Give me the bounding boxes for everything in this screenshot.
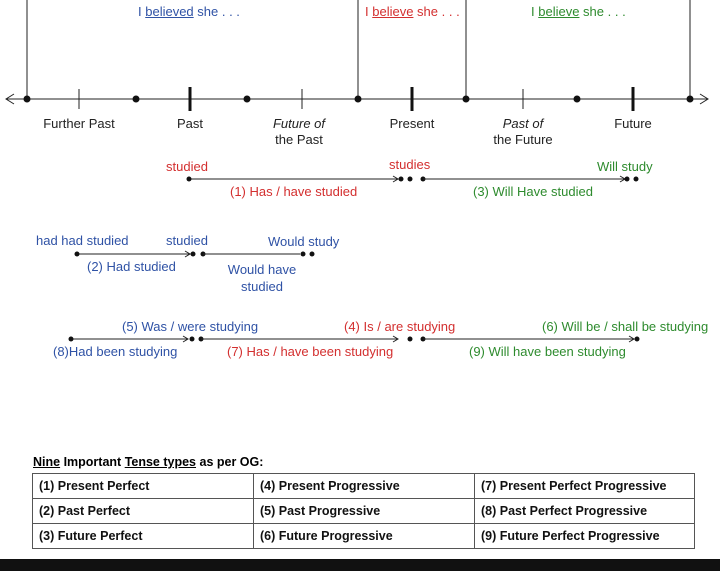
axis-arrow-left xyxy=(5,93,15,105)
table-row: (1) Present Perfect (4) Present Progress… xyxy=(32,473,695,499)
label-would-study: Would study xyxy=(268,234,340,249)
label-will-have-been-studying: (9) Will have been studying xyxy=(469,344,626,359)
table-cell: (9) Future Perfect Progressive xyxy=(474,523,695,549)
label-past: Past xyxy=(176,116,204,131)
table-cell: (7) Present Perfect Progressive xyxy=(474,473,695,499)
axis-dot xyxy=(573,95,581,103)
table-title: Nine Important Tense types as per OG: xyxy=(33,455,264,469)
table-cell: (8) Past Perfect Progressive xyxy=(474,498,695,524)
past-dot xyxy=(190,251,196,257)
table-cell: (1) Present Perfect xyxy=(32,473,254,499)
label-had-studied: (2) Had studied xyxy=(87,259,176,274)
label-was-studying: (5) Was / were studying xyxy=(122,319,259,334)
past-dot xyxy=(300,251,306,257)
axis-dot xyxy=(462,95,470,103)
perfect-dot xyxy=(186,176,192,182)
past-arrowhead-left xyxy=(184,250,191,258)
axis-dot xyxy=(23,95,31,103)
past-dot xyxy=(309,251,315,257)
header-post: she . . . xyxy=(413,4,460,19)
label-will-have-studied: (3) Will Have studied xyxy=(473,184,593,199)
perfect-dot xyxy=(633,176,639,182)
label-will-study: Will study xyxy=(597,159,653,174)
header-pre: I xyxy=(531,4,539,19)
label-will-be-studying: (6) Will be / shall be studying xyxy=(542,319,709,334)
perfect-dot xyxy=(407,176,413,182)
label-further-past: Further Past xyxy=(43,116,115,131)
label-is-studying: (4) Is / are studying xyxy=(344,319,456,334)
axis-dot xyxy=(686,95,694,103)
header-believe-present: I believe she . . . xyxy=(365,4,460,19)
progressive-arrowhead-2 xyxy=(392,335,399,343)
table-cell: (2) Past Perfect xyxy=(32,498,254,524)
progressive-arrowhead-3 xyxy=(628,335,635,343)
tense-types-table: (1) Present Perfect (4) Present Progress… xyxy=(32,473,695,549)
axis-arrow-right xyxy=(699,93,709,105)
label-present: Present xyxy=(389,116,435,131)
label-studied-past: studied xyxy=(166,159,208,174)
label-has-studied: (1) Has / have studied xyxy=(230,184,358,199)
header-verb: believe xyxy=(538,4,580,19)
label-studied-blue: studied xyxy=(166,233,208,248)
header-pre: I xyxy=(138,4,146,19)
axis-dot xyxy=(132,95,140,103)
label-had-had-studied: had had studied xyxy=(36,233,129,248)
table-cell: (4) Present Progressive xyxy=(253,473,475,499)
perfect-dot xyxy=(398,176,404,182)
header-pre: I xyxy=(365,4,373,19)
progressive-dot xyxy=(189,336,195,342)
header-post: she . . . xyxy=(579,4,626,19)
past-dot xyxy=(74,251,80,257)
header-verb: believed xyxy=(145,4,194,19)
axis-dot xyxy=(243,95,251,103)
table-cell: (6) Future Progressive xyxy=(253,523,475,549)
table-row: (3) Future Perfect (6) Future Progressiv… xyxy=(32,523,695,549)
axis-dot xyxy=(354,95,362,103)
label-studies: studies xyxy=(389,157,431,172)
bottom-bar xyxy=(0,559,720,571)
perfect-dot xyxy=(624,176,630,182)
progressive-dot xyxy=(68,336,74,342)
table-cell: (5) Past Progressive xyxy=(253,498,475,524)
header-verb: believe xyxy=(372,4,414,19)
label-has-been-studying: (7) Has / have been studying xyxy=(227,344,394,359)
progressive-dot xyxy=(407,336,413,342)
label-future: Future xyxy=(614,116,652,131)
progressive-arrowhead-1 xyxy=(182,335,189,343)
perfect-arrowhead-left xyxy=(392,175,399,183)
header-believe-future: I believe she . . . xyxy=(531,4,626,19)
header-post: she . . . xyxy=(193,4,240,19)
header-believed: I believed she . . . xyxy=(138,4,240,19)
progressive-dot xyxy=(634,336,640,342)
table-cell: (3) Future Perfect xyxy=(32,523,254,549)
label-had-been-studying: (8)Had been studying xyxy=(53,344,178,359)
table-row: (2) Past Perfect (5) Past Progressive (8… xyxy=(32,498,695,524)
